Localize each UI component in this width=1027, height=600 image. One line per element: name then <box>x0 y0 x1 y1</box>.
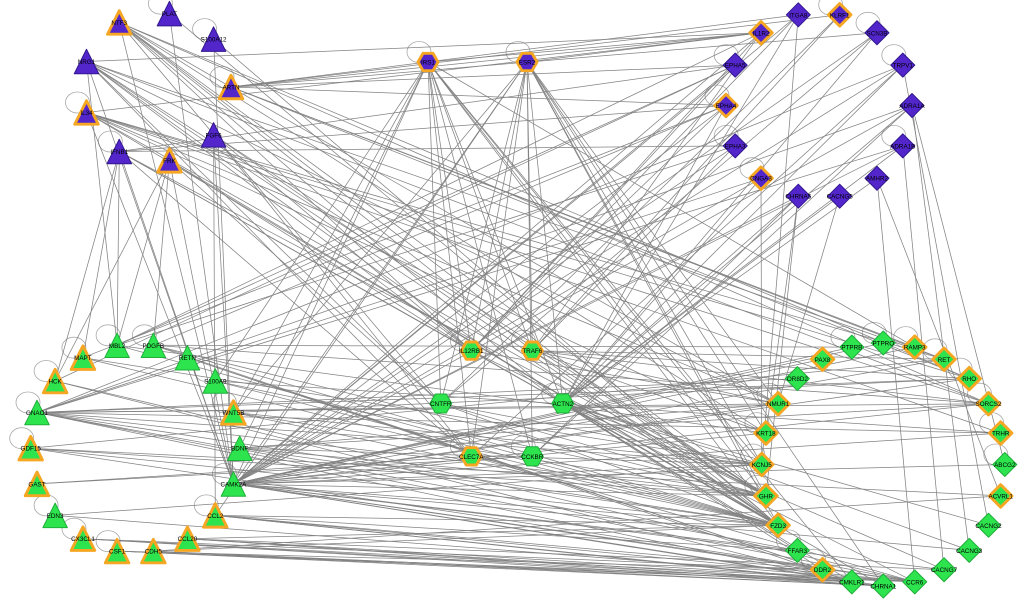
svg-text:ABCG2: ABCG2 <box>994 462 1016 469</box>
svg-text:CDH5: CDH5 <box>145 549 163 556</box>
svg-text:EPHA5: EPHA5 <box>725 63 746 70</box>
svg-text:RET: RET <box>938 357 951 364</box>
svg-text:EPHA4: EPHA4 <box>716 103 737 110</box>
svg-text:TRPV1: TRPV1 <box>893 63 914 70</box>
svg-text:WNT5B: WNT5B <box>222 410 244 417</box>
svg-text:RHO: RHO <box>962 376 976 383</box>
svg-text:MAPT: MAPT <box>74 355 92 362</box>
svg-text:ACVRL1: ACVRL1 <box>988 493 1013 500</box>
svg-text:CX3CL1: CX3CL1 <box>71 536 95 543</box>
svg-text:CACNG7: CACNG7 <box>931 567 958 574</box>
svg-text:CACNG5: CACNG5 <box>827 194 854 201</box>
svg-text:TRHR: TRHR <box>992 431 1010 438</box>
svg-text:ARTN: ARTN <box>222 85 239 92</box>
svg-text:IL34: IL34 <box>80 110 93 117</box>
svg-text:DDR2: DDR2 <box>814 567 832 574</box>
svg-text:GHR: GHR <box>759 493 773 500</box>
svg-text:GAST: GAST <box>28 481 45 488</box>
svg-text:PAX8: PAX8 <box>815 357 831 364</box>
svg-text:CCKBR: CCKBR <box>521 454 543 461</box>
svg-text:ADRA1B: ADRA1B <box>890 143 915 150</box>
svg-text:FRK: FRK <box>163 158 176 165</box>
svg-text:CACNG2: CACNG2 <box>975 523 1002 530</box>
svg-text:CHRNA1: CHRNA1 <box>870 584 896 591</box>
svg-text:GNAO1: GNAO1 <box>26 410 49 417</box>
svg-text:SCN3B: SCN3B <box>867 30 888 37</box>
svg-text:CHRNA5: CHRNA5 <box>785 194 811 201</box>
svg-text:ACTN2: ACTN2 <box>552 401 573 408</box>
svg-text:KRT18: KRT18 <box>756 431 776 438</box>
svg-text:CNGA3: CNGA3 <box>750 176 772 183</box>
svg-text:NTF3: NTF3 <box>111 20 127 27</box>
svg-text:S100A9: S100A9 <box>204 379 227 386</box>
svg-text:NRG1: NRG1 <box>78 59 96 66</box>
svg-text:CCR6: CCR6 <box>906 579 924 586</box>
svg-text:KCNJ5: KCNJ5 <box>752 462 772 469</box>
svg-text:ADRA1A: ADRA1A <box>899 103 925 110</box>
svg-text:IL12RB1: IL12RB1 <box>459 348 484 355</box>
svg-text:KLRF1: KLRF1 <box>830 12 850 19</box>
svg-text:CCL20: CCL20 <box>178 536 198 543</box>
svg-text:PTPRO: PTPRO <box>872 341 894 348</box>
svg-text:IL1R2: IL1R2 <box>753 30 770 37</box>
svg-text:SORCS2: SORCS2 <box>976 401 1002 408</box>
svg-text:IFNB1: IFNB1 <box>110 149 128 156</box>
svg-text:FZD3: FZD3 <box>770 523 786 530</box>
svg-text:CCL2: CCL2 <box>207 513 224 520</box>
svg-text:EDN3: EDN3 <box>47 513 64 520</box>
svg-text:RAMP3: RAMP3 <box>904 345 926 352</box>
svg-text:S100A12: S100A12 <box>201 37 227 44</box>
svg-text:CACNG3: CACNG3 <box>956 548 983 555</box>
svg-text:HCK: HCK <box>48 379 62 386</box>
svg-text:EPHA3: EPHA3 <box>725 143 746 150</box>
svg-text:ITGA8: ITGA8 <box>789 12 808 19</box>
svg-text:ESR2: ESR2 <box>519 60 536 67</box>
svg-text:AMHR2: AMHR2 <box>866 176 889 183</box>
svg-text:CNTFR: CNTFR <box>430 401 452 408</box>
svg-text:CLEC7A: CLEC7A <box>459 454 484 461</box>
svg-text:CMKLR1: CMKLR1 <box>839 579 865 586</box>
svg-text:MBL2: MBL2 <box>109 343 126 350</box>
svg-text:IRS1: IRS1 <box>421 60 435 67</box>
svg-text:TRAF6: TRAF6 <box>522 348 542 355</box>
svg-text:FFAR3: FFAR3 <box>788 548 808 555</box>
svg-text:RETN: RETN <box>179 355 197 362</box>
svg-text:NMUR1: NMUR1 <box>767 401 790 408</box>
svg-text:FGF6: FGF6 <box>206 132 223 139</box>
svg-text:GDF15: GDF15 <box>21 446 42 453</box>
svg-text:PTPRB: PTPRB <box>841 345 862 352</box>
svg-text:PDGFB: PDGFB <box>142 343 164 350</box>
svg-text:CSF1: CSF1 <box>109 549 126 556</box>
svg-text:CAMK2A: CAMK2A <box>220 481 247 488</box>
svg-text:BDNF: BDNF <box>231 446 248 453</box>
svg-text:PLAT: PLAT <box>162 11 177 18</box>
svg-text:OR8D2: OR8D2 <box>787 376 808 383</box>
